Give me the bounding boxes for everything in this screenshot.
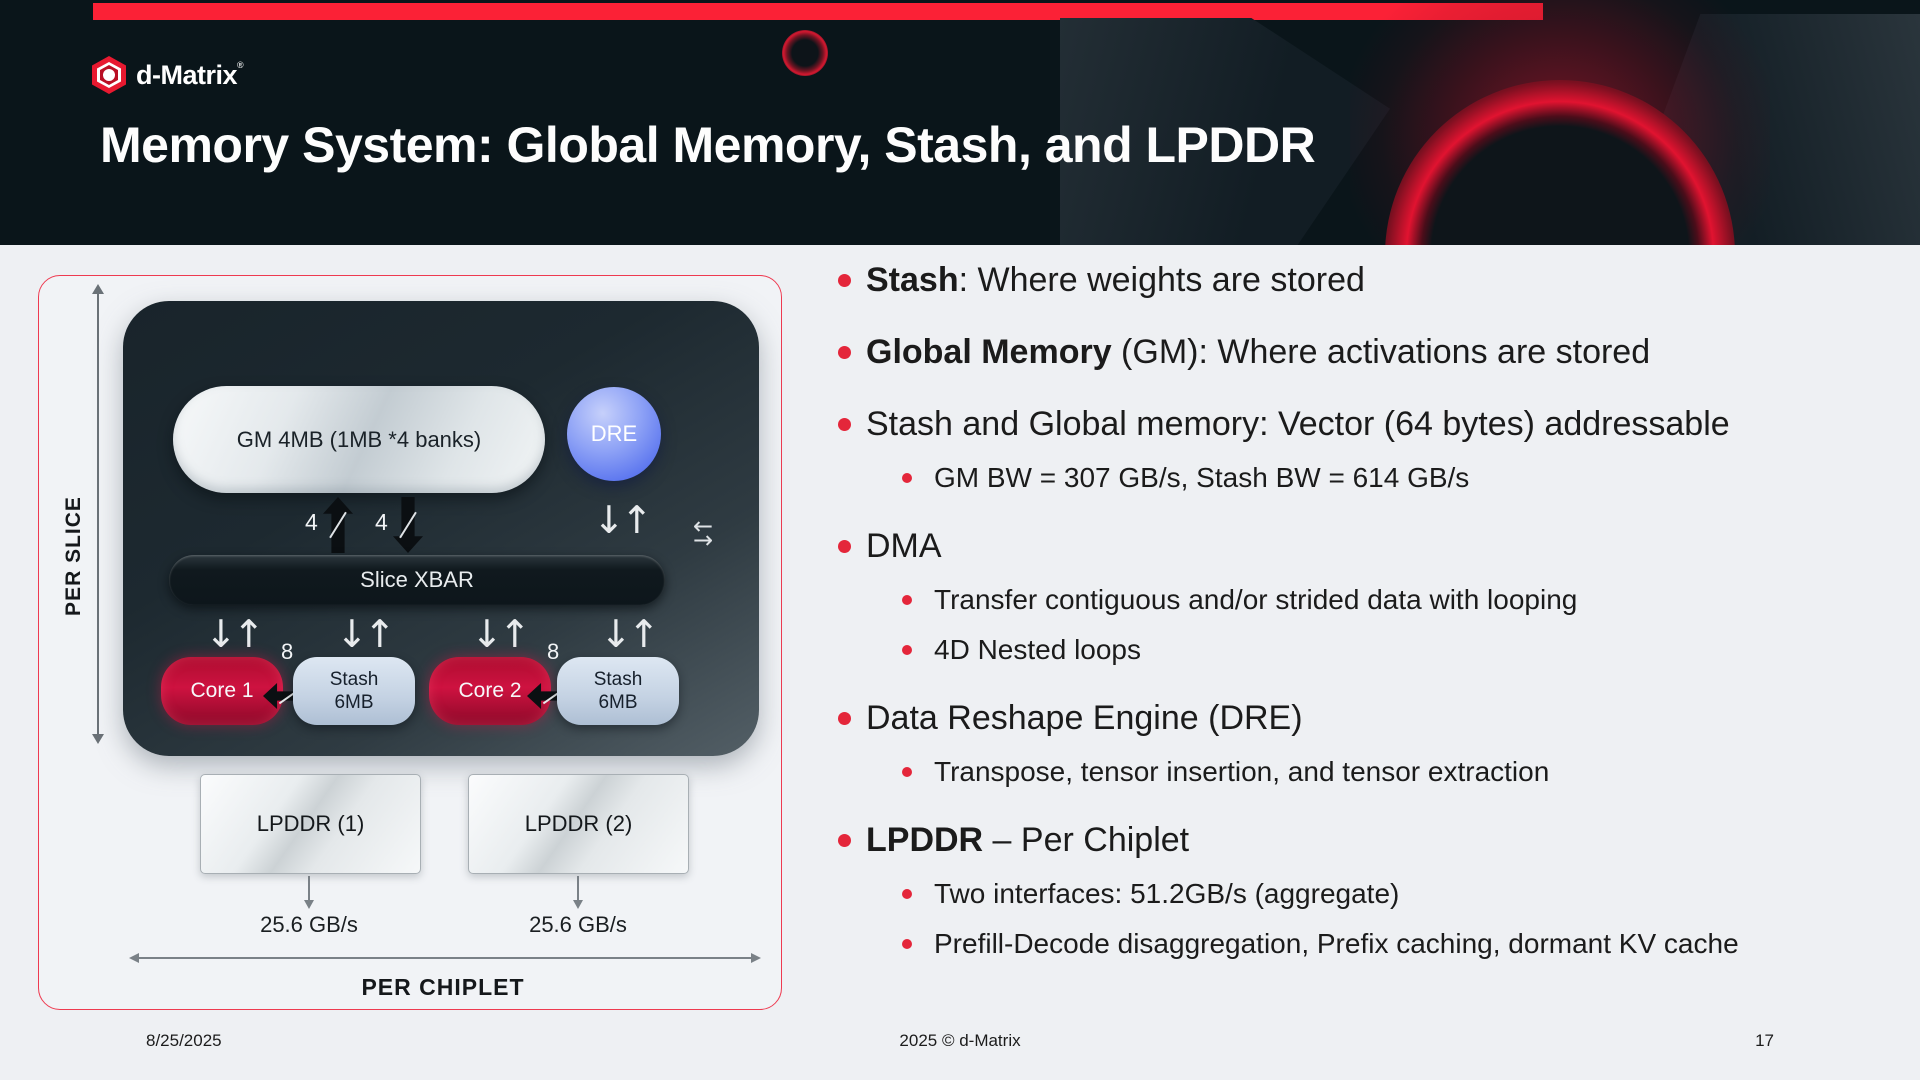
offslice-exchange-arrows-icon: ←→ [693,512,714,554]
bus-width-8-core2: 8 [547,639,560,664]
bullet-dot-icon [902,767,912,777]
bullet-dot-icon [838,712,851,725]
bullet-text: Transfer contiguous and/or strided data … [934,584,1578,615]
bullet-dot-icon [902,889,912,899]
per-chiplet-label: PER CHIPLET [361,974,525,1000]
sub-bullet-item: GM BW = 307 GB/s, Stash BW = 614 GB/s [836,458,1856,498]
bullet-text: DMA [866,527,942,565]
sub-bullet-item: Prefill-Decode disaggregation, Prefix ca… [836,924,1856,964]
dre-block: DRE [567,387,661,481]
lpddr1-down-line [308,876,310,902]
bullet-dot-icon [902,595,912,605]
footer: 8/25/2025 2025 © d-Matrix 17 [0,1028,1920,1054]
bullet-text: LPDDR – Per Chiplet [866,821,1190,859]
header-band: d-Matrix® Memory System: Global Memory, … [0,0,1920,245]
sub-bullet-item: 4D Nested loops [836,630,1856,670]
bullet-dot-icon [838,274,851,287]
small-red-ring-decoration [782,30,828,76]
bullet-text: Two interfaces: 51.2GB/s (aggregate) [934,878,1400,909]
per-slice-extent-line [97,292,99,736]
arrow-up-icon [92,284,104,294]
memory-diagram-panel: PER SLICE GM 4MB (1MB *4 banks) DRE 4 4 … [38,275,782,1010]
slice-block: GM 4MB (1MB *4 banks) DRE 4 4 ↓↑ Slice X… [123,301,759,756]
bullet-text: 4D Nested loops [934,634,1142,665]
gm-label: GM 4MB (1MB *4 banks) [236,426,482,452]
xbar-label: Slice XBAR [360,567,474,592]
lpddr2-down-line [577,876,579,902]
bullet-item: DMA [836,522,1746,570]
bullet-item: Stash: Where weights are stored [836,256,1746,304]
bullet-text: GM BW = 307 GB/s, Stash BW = 614 GB/s [934,462,1470,493]
xbar-stash1-arrows-icon: ↓↑ [336,612,396,656]
bullet-text: Data Reshape Engine (DRE) [866,699,1303,737]
bus-width-8-core1: 8 [281,639,294,664]
bus-width-4-right: 4 [375,509,388,535]
bullet-dot-icon [902,473,912,483]
bullet-dot-icon [838,540,851,553]
slide-title: Memory System: Global Memory, Stash, and… [100,117,1316,173]
sub-bullet-item: Transfer contiguous and/or strided data … [836,580,1856,620]
bullet-dot-icon [838,834,851,847]
dre-xbar-arrows-icon: ↓↑ [593,498,653,542]
lpddr2-block: LPDDR (2) [468,774,689,874]
dmatrix-logo: d-Matrix® [92,56,244,94]
bullet-dot-icon [902,939,912,949]
arrow-down-icon [304,900,314,909]
sub-bullet-item: Transpose, tensor insertion, and tensor … [836,752,1856,792]
bullet-text: Global Memory (GM): Where activations ar… [866,333,1651,371]
bullet-dot-icon [838,346,851,359]
dre-label: DRE [590,421,638,446]
bullet-dot-icon [902,645,912,655]
arrow-down-icon [92,734,104,744]
slice-xbar-block: Slice XBAR [169,555,665,605]
bullet-dot-icon [838,418,851,431]
header-decoration [1060,0,1920,245]
bullet-item: LPDDR – Per Chiplet [836,816,1746,864]
bullet-item: Global Memory (GM): Where activations ar… [836,328,1746,376]
bullet-text: Stash and Global memory: Vector (64 byte… [866,405,1730,443]
per-chiplet-extent-line [135,957,751,959]
arrow-right-icon [751,953,761,963]
core2-block: Core 2 [429,657,551,725]
xbar-core1-arrows-icon: ↓↑ [205,612,265,656]
per-slice-label: PER SLICE [62,496,85,616]
xbar-core2-arrows-icon: ↓↑ [471,612,531,656]
sub-bullet-item: Two interfaces: 51.2GB/s (aggregate) [836,874,1856,914]
top-accent-bar [93,3,1543,20]
footer-page-number: 17 [1755,1031,1774,1050]
bullet-item: Data Reshape Engine (DRE) [836,694,1746,742]
bullet-text: Stash: Where weights are stored [866,261,1365,299]
registered-mark: ® [237,59,244,70]
arrow-down-icon [573,900,583,909]
global-memory-block: GM 4MB (1MB *4 banks) [173,386,545,493]
bullet-text: Prefill-Decode disaggregation, Prefix ca… [934,928,1739,959]
lpddr1-bandwidth: 25.6 GB/s [260,912,358,937]
dmatrix-hexagon-icon [92,56,126,94]
footer-copyright: 2025 © d-Matrix [899,1031,1021,1050]
brand-name: d-Matrix® [136,59,244,90]
footer-date: 8/25/2025 [146,1031,222,1050]
bullet-item: Stash and Global memory: Vector (64 byte… [836,400,1746,448]
bullet-text: Transpose, tensor insertion, and tensor … [934,756,1550,787]
lpddr2-bandwidth: 25.6 GB/s [529,912,627,937]
lpddr1-block: LPDDR (1) [200,774,421,874]
core1-block: Core 1 [161,657,283,725]
xbar-stash2-arrows-icon: ↓↑ [600,612,660,656]
arrow-left-icon [129,953,139,963]
bus-width-4-left: 4 [305,509,318,535]
